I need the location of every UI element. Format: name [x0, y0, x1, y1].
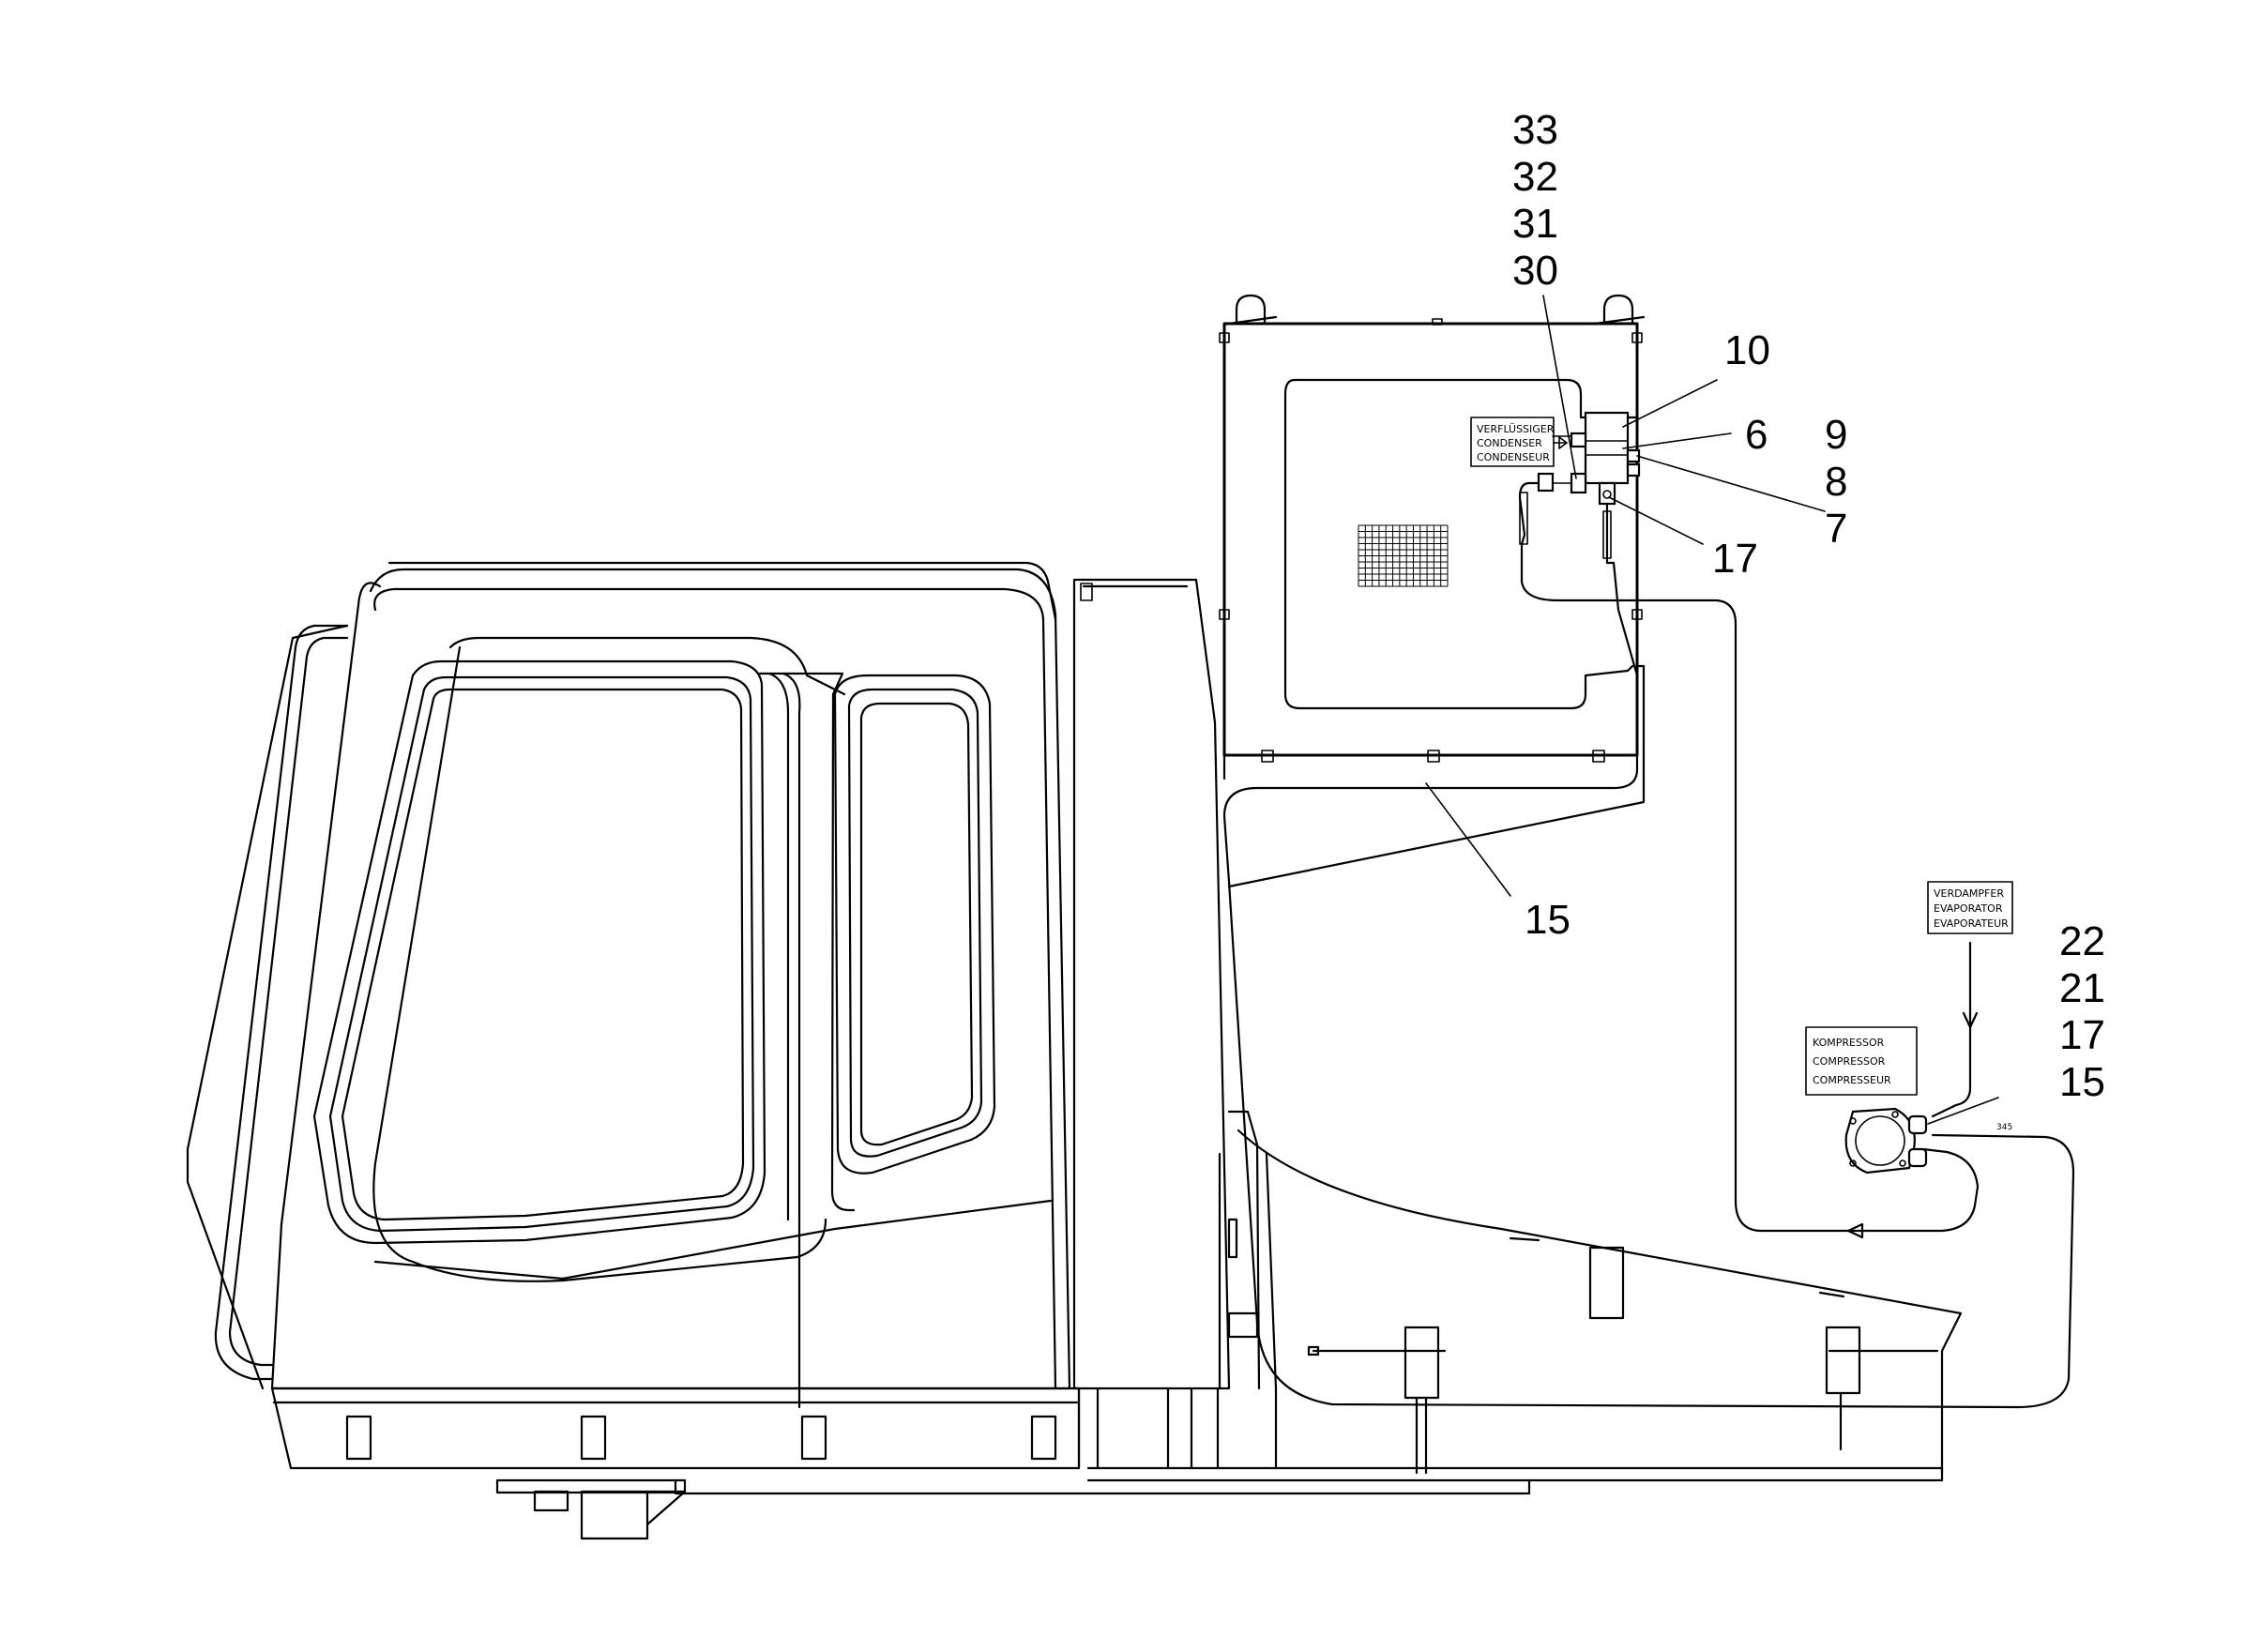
condenser-label-line-3: CONDENSEUR — [1477, 451, 1550, 463]
compressor-label-line-2: COMPRESSOR — [1813, 1055, 1886, 1068]
leader-lines — [1425, 295, 1999, 1125]
evaporator-label: VERDAMPFER EVAPORATOR EVAPORATEUR — [1927, 881, 2013, 934]
compressor-label: KOMPRESSOR COMPRESSOR COMPRESSEUR — [1805, 1026, 1918, 1096]
compressor-label-line-1: KOMPRESSOR — [1813, 1037, 1885, 1049]
receiver-drier — [1537, 411, 1641, 506]
operator-cab — [186, 561, 1081, 1470]
condenser-label: VERFLÜSSIGER CONDENSER CONDENSEUR — [1470, 417, 1568, 467]
callout-17-top: 17 — [1712, 536, 1758, 582]
evaporator-label-line-2: EVAPORATOR — [1934, 902, 2003, 915]
callout-15-bottom: 15 — [2059, 1059, 2105, 1105]
callout-33: 33 — [1512, 107, 1558, 153]
callout-21: 21 — [2059, 965, 2105, 1011]
callout-numbers: 33 32 31 30 10 6 9 8 7 17 15 22 21 17 15 — [1512, 107, 2105, 1105]
condenser-label-line-1: VERFLÜSSIGER — [1477, 423, 1555, 435]
callout-6: 6 — [1745, 412, 1768, 458]
compressor-label-line-3: COMPRESSEUR — [1813, 1074, 1891, 1086]
compressor — [1844, 1107, 1928, 1175]
callout-7: 7 — [1825, 506, 1847, 552]
callout-31: 31 — [1512, 201, 1558, 247]
callout-30: 30 — [1512, 248, 1558, 294]
side-tower — [1072, 578, 1231, 1470]
condenser-unit — [1219, 294, 1646, 888]
callout-8: 8 — [1825, 459, 1847, 505]
callout-15-top: 15 — [1525, 897, 1571, 943]
callout-9: 9 — [1825, 412, 1847, 458]
evaporator-label-line-1: VERDAMPFER — [1934, 887, 2004, 900]
condenser-grille — [1358, 524, 1449, 587]
callout-17-bottom: 17 — [2059, 1012, 2105, 1058]
condenser-label-line-2: CONDENSER — [1477, 437, 1542, 449]
pipe-mark: 345 — [1996, 1123, 2012, 1132]
refrigerant-lines: 345 — [1222, 481, 2075, 1409]
callout-32: 32 — [1512, 154, 1558, 200]
callout-22: 22 — [2059, 918, 2105, 964]
evaporator-label-line-3: EVAPORATEUR — [1934, 917, 2009, 930]
chassis-platform — [495, 1110, 1963, 1540]
callout-10: 10 — [1724, 327, 1770, 373]
